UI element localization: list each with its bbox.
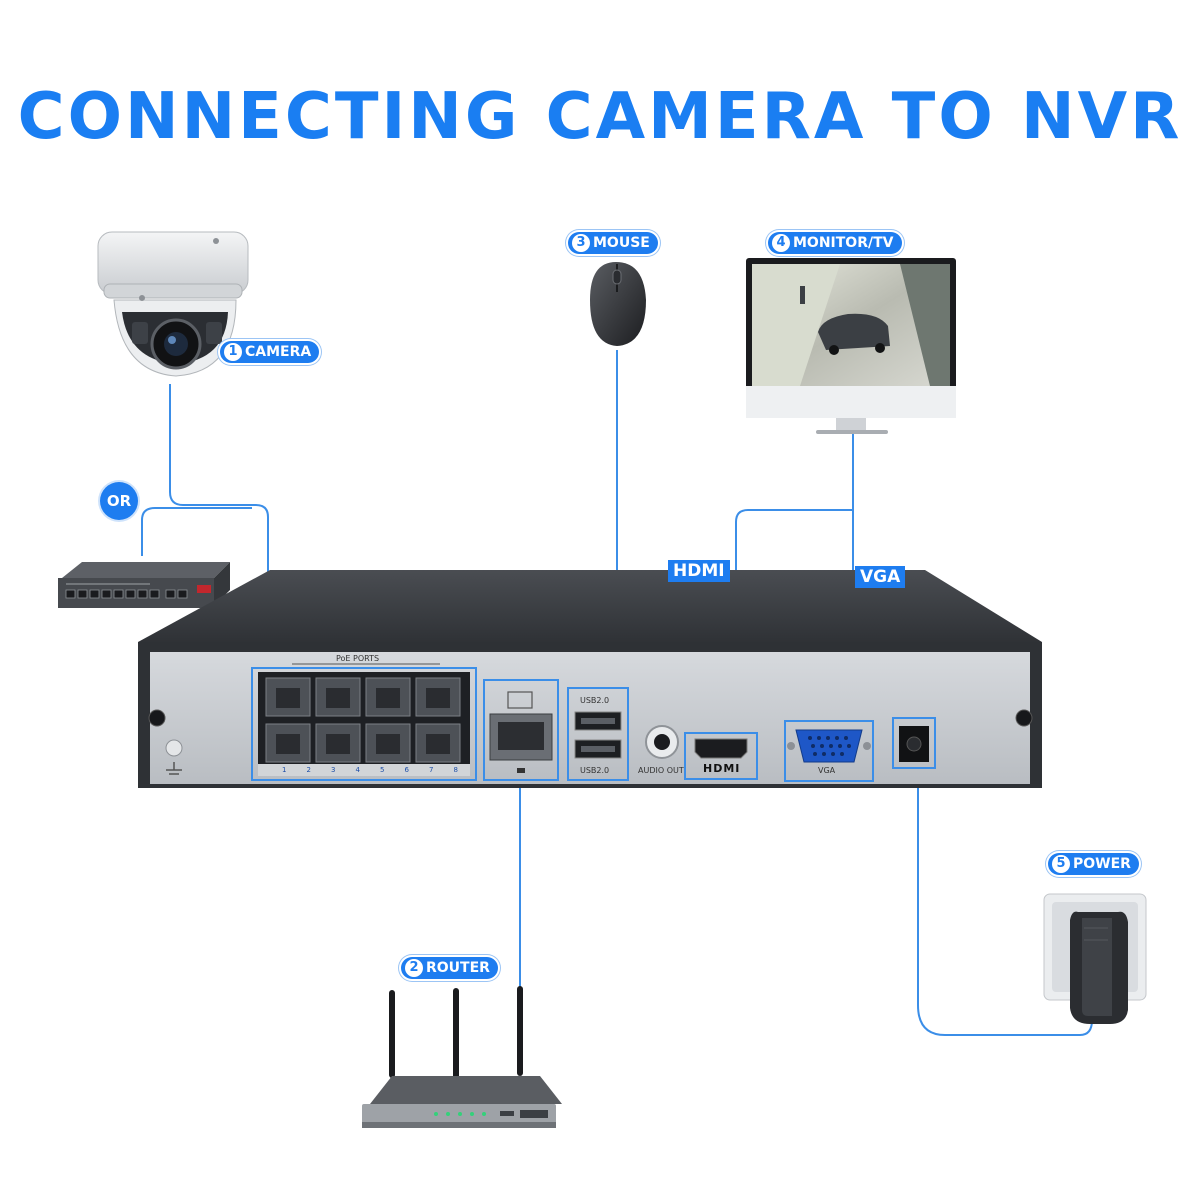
mouse-badge-label: MOUSE — [593, 235, 650, 251]
camera-badge-number: 1 — [224, 343, 242, 361]
hdmi-connection-label: HDMI — [668, 560, 730, 582]
dome-camera-icon — [97, 231, 249, 377]
nvr-icon — [138, 570, 1042, 788]
poe-port-number: 8 — [453, 766, 458, 774]
poe-switch-icon — [58, 562, 230, 608]
power-badge-number: 5 — [1052, 855, 1070, 873]
or-badge: OR — [100, 482, 138, 520]
monitor-badge-label: MONITOR/TV — [793, 235, 894, 251]
mouse-icon — [590, 262, 646, 346]
camera-badge-label: CAMERA — [245, 344, 312, 360]
connection-lines — [141, 350, 1093, 1036]
power-adapter-icon — [1043, 893, 1147, 1024]
poe-port-number: 2 — [306, 766, 311, 774]
poe-port-number: 3 — [331, 766, 336, 774]
router-icon — [362, 986, 562, 1128]
audio-out-label: AUDIO OUT — [638, 766, 684, 775]
page-title: CONNECTING CAMERA TO NVR — [17, 80, 1183, 154]
poe-port-numbers: 1 2 3 4 5 6 7 8 — [272, 766, 468, 774]
hdmi-branch-line — [735, 509, 853, 736]
camera-to-poe-line — [169, 384, 269, 668]
monitor-icon — [746, 258, 956, 434]
switch-to-poe-line — [141, 507, 252, 556]
poe-port-number: 7 — [429, 766, 434, 774]
poe-port-number: 6 — [404, 766, 409, 774]
power-badge-label: POWER — [1073, 856, 1131, 872]
vga-port-label: VGA — [818, 766, 836, 775]
vga-connection-label: VGA — [855, 566, 906, 588]
poe-port-number: 1 — [282, 766, 287, 774]
usb-bottom-label: USB2.0 — [580, 766, 610, 775]
hdmi-logo: HDMI — [703, 762, 741, 775]
router-badge-label: ROUTER — [426, 960, 490, 976]
router-badge-number: 2 — [405, 959, 423, 977]
poe-port-number: 4 — [355, 766, 360, 774]
power-to-dc-line — [917, 768, 1093, 1036]
poe-port-number: 5 — [380, 766, 385, 774]
usb-top-label: USB2.0 — [580, 696, 610, 705]
mouse-badge-number: 3 — [572, 234, 590, 252]
poe-ports-label: PoE PORTS — [336, 654, 380, 663]
monitor-badge-number: 4 — [772, 234, 790, 252]
